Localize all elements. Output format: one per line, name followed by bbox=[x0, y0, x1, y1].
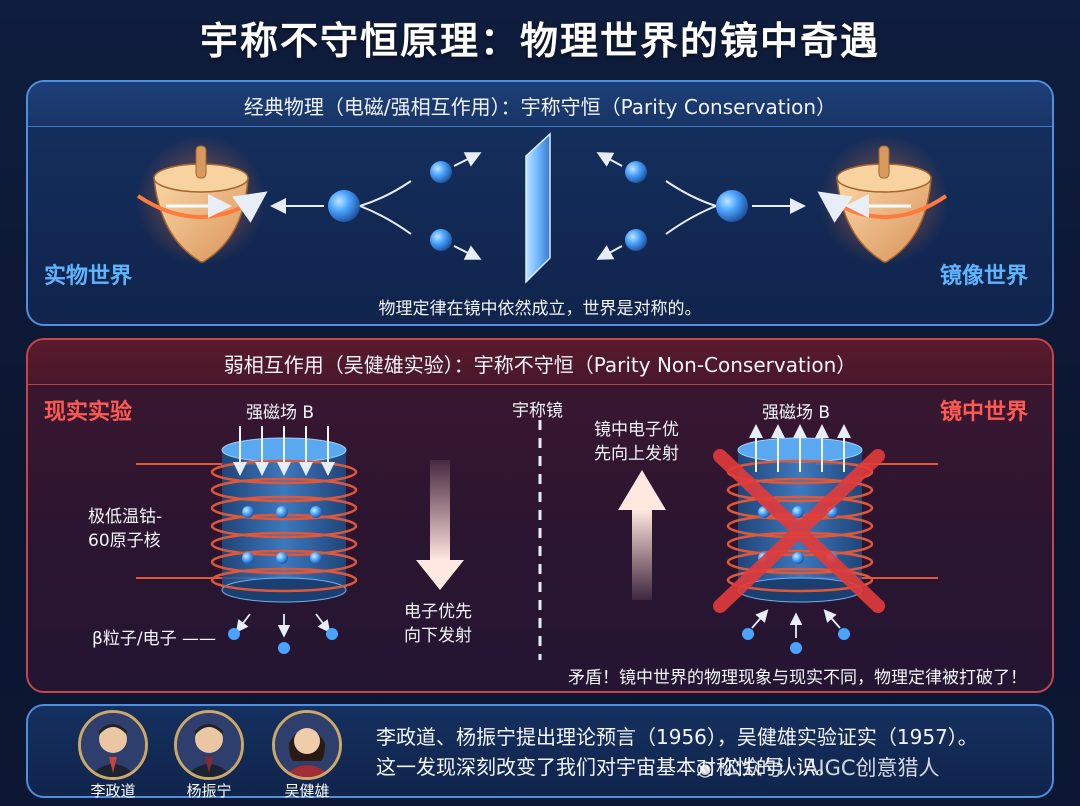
real-world-label: 实物世界 bbox=[44, 264, 133, 289]
cobalt-label-line2: 60原子核 bbox=[88, 531, 161, 551]
cobalt-label-line1: 极低温钴- bbox=[88, 507, 163, 527]
beta-particle-label: β粒子/电子 —— bbox=[92, 624, 216, 649]
down-arrow-icon bbox=[416, 460, 464, 590]
spinning-top-right-icon bbox=[817, 135, 949, 265]
cobalt-sample-right bbox=[726, 424, 938, 654]
avatar bbox=[272, 710, 342, 780]
beta-pointer-line: —— bbox=[181, 629, 216, 649]
person-card-1: 李政道 bbox=[68, 710, 158, 801]
particle-decay-right bbox=[596, 152, 806, 260]
page-title: 宇称不守恒原理：物理世界的镜中奇遇 bbox=[199, 19, 880, 63]
mirror-world-label-weak: 镜中世界 bbox=[940, 400, 1029, 425]
watermark-text: 公众号 · AIGC创意猎人 bbox=[721, 756, 940, 780]
particle-decay-left bbox=[270, 152, 482, 260]
classical-diagram bbox=[136, 132, 949, 284]
wechat-icon: ◉ bbox=[696, 756, 715, 780]
portrait-icon bbox=[275, 713, 339, 777]
contradiction-caption: 矛盾！镜中世界的物理现象与现实不同，物理定律被打破了！ bbox=[568, 668, 1027, 688]
weak-panel-header: 弱相互作用（吴健雄实验）：宇称不守恒（Parity Non-Conservati… bbox=[28, 340, 1052, 385]
classical-panel-header: 经典物理（电磁/强相互作用）：宇称守恒（Parity Conservation） bbox=[28, 82, 1052, 127]
history-line1: 李政道、杨振宁提出理论预言（1956），吴健雄实验证实（1957）。 bbox=[376, 725, 978, 749]
up-emission-label: 镜中电子优 先向上发射 bbox=[594, 418, 679, 466]
real-experiment-label: 现实实验 bbox=[44, 400, 133, 425]
avatar bbox=[174, 710, 244, 780]
classical-caption: 物理定律在镜中依然成立，世界是对称的。 bbox=[378, 299, 702, 319]
beta-particle-text: β粒子/电子 bbox=[92, 629, 177, 649]
mirror-icon bbox=[525, 132, 551, 284]
cobalt-nucleus-label: 极低温钴- 60原子核 bbox=[88, 505, 162, 553]
forbidden-cross-icon bbox=[713, 449, 885, 613]
person-card-2: 杨振宁 bbox=[164, 710, 254, 801]
parity-mirror-label: 宇称镜 bbox=[512, 401, 563, 421]
person-card-3: 吴健雄 bbox=[262, 710, 352, 801]
person-name: 杨振宁 bbox=[186, 782, 232, 800]
down-emission-label: 电子优先 向下发射 bbox=[404, 600, 472, 648]
history-text: 李政道、杨振宁提出理论预言（1956），吴健雄实验证实（1957）。 这一发现深… bbox=[376, 722, 978, 782]
magnetic-field-right-label: 强磁场 B bbox=[762, 403, 831, 423]
weak-header-text: 弱相互作用（吴健雄实验）：宇称不守恒（Parity Non-Conservati… bbox=[223, 353, 857, 377]
cobalt-sample-left bbox=[136, 426, 358, 654]
down-label-line2: 向下发射 bbox=[404, 626, 472, 646]
magnetic-field-left-label: 强磁场 B bbox=[246, 403, 315, 423]
portrait-icon bbox=[177, 713, 241, 777]
up-arrow-icon bbox=[618, 470, 666, 600]
down-label-line1: 电子优先 bbox=[404, 602, 472, 622]
history-line2: 这一发现深刻改变了我们对宇宙基本对称性的认识。 bbox=[376, 755, 836, 779]
person-name: 吴健雄 bbox=[284, 782, 330, 800]
portrait-icon bbox=[81, 713, 145, 777]
spinning-top-left-icon bbox=[136, 135, 268, 265]
classical-header-text: 经典物理（电磁/强相互作用）：宇称守恒（Parity Conservation） bbox=[243, 95, 837, 119]
up-label-line1: 镜中电子优 bbox=[594, 420, 679, 440]
person-name: 李政道 bbox=[90, 782, 136, 800]
avatar bbox=[78, 710, 148, 780]
watermark: ◉ 公众号 · AIGC创意猎人 bbox=[696, 752, 940, 782]
wu-experiment-diagram bbox=[136, 420, 938, 660]
mirror-world-label: 镜像世界 bbox=[940, 264, 1029, 289]
up-label-line2: 先向上发射 bbox=[594, 444, 679, 464]
